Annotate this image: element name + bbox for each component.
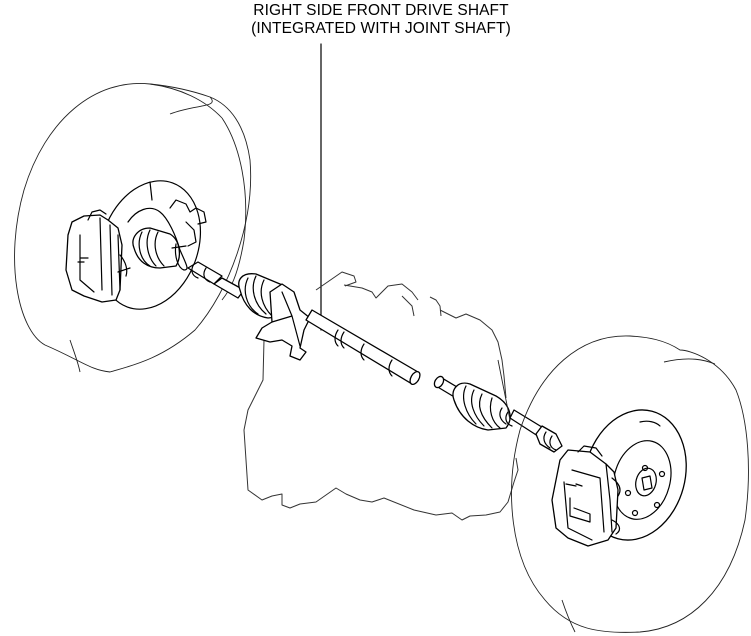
left-outer-cv-joint — [127, 199, 207, 271]
right-drive-shaft-inner-joint — [433, 375, 513, 431]
joint-shaft-bracket — [238, 273, 311, 361]
right-drive-shaft — [509, 409, 563, 453]
right-brake-caliper — [551, 445, 621, 547]
callout-label-line-1: RIGHT SIDE FRONT DRIVE SHAFT — [253, 2, 509, 19]
intermediate-joint-shaft — [305, 309, 421, 386]
right-wheel-tire — [497, 335, 749, 633]
callout-label-line-2: (INTEGRATED WITH JOINT SHAFT) — [251, 20, 511, 37]
left-drive-shaft — [187, 261, 245, 299]
engine-transaxle-outline — [243, 271, 519, 521]
left-brake-caliper — [65, 209, 131, 303]
left-wheel-tire — [14, 82, 252, 373]
